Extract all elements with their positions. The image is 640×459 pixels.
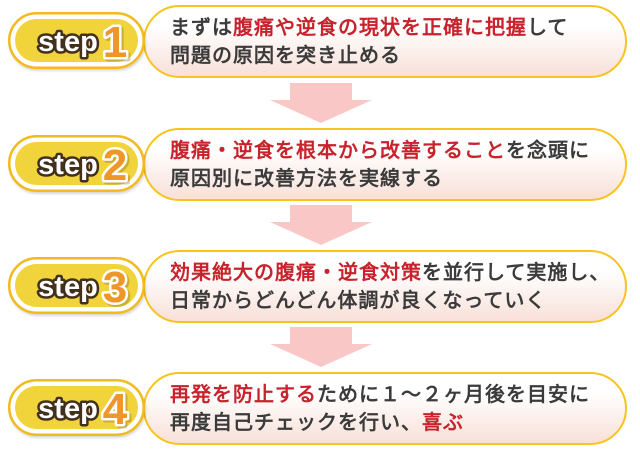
step-number: 1	[103, 18, 127, 67]
step-label: step	[38, 271, 98, 303]
step-2-badge: step 2	[8, 135, 145, 192]
step-2-line-1: 腹痛・逆食を根本から改善することを念頭に	[170, 137, 590, 165]
step-label: step	[38, 26, 98, 58]
step-number: 4	[103, 385, 128, 434]
step-3-box: 効果絶大の腹痛・逆食対策を並行して実施し、 日常からどんどん体調が良くなっていく	[143, 250, 627, 323]
step-3-text: 効果絶大の腹痛・逆食対策を並行して実施し、 日常からどんどん体調が良くなっていく	[170, 259, 610, 315]
step-3-line-1: 効果絶大の腹痛・逆食対策を並行して実施し、	[170, 259, 610, 287]
step-1-line-2: 問題の原因を突き止める	[170, 42, 568, 70]
step-1-box: まずは腹痛や逆食の現状を正確に把握して 問題の原因を突き止める	[143, 5, 627, 78]
text-segment: 問題の原因を突き止める	[170, 45, 401, 67]
step-1-line-1: まずは腹痛や逆食の現状を正確に把握して	[170, 14, 568, 42]
step-3-badge: step 3	[8, 257, 145, 314]
text-segment: ために１～２ヶ月後を目安に	[317, 384, 590, 406]
step-1-badge-graphic: step 1	[8, 12, 145, 69]
text-segment: 再度自己チェックを行い、	[170, 412, 422, 434]
text-segment: 日常からどんどん体調が良くなっていく	[170, 290, 547, 312]
step-3-line-2: 日常からどんどん体調が良くなっていく	[170, 287, 610, 315]
text-segment: して	[527, 17, 569, 39]
text-segment: を並行して実施し、	[422, 262, 611, 284]
step-1-text: まずは腹痛や逆食の現状を正確に把握して 問題の原因を突き止める	[170, 14, 568, 70]
step-label: step	[38, 149, 98, 181]
step-number: 3	[103, 263, 127, 312]
text-segment: 原因別に改善方法を実線する	[170, 168, 443, 190]
step-2-box: 腹痛・逆食を根本から改善することを念頭に 原因別に改善方法を実線する	[143, 128, 627, 201]
step-4-badge: step 4	[8, 379, 145, 436]
text-segment: 腹痛や逆食の現状を正確に把握	[233, 17, 527, 39]
step-1-badge: step 1	[8, 12, 145, 69]
step-4-text: 再発を防止するために１～２ヶ月後を目安に 再度自己チェックを行い、喜ぶ	[170, 381, 590, 437]
text-segment: 再発を防止する	[170, 384, 317, 406]
down-arrow-icon	[270, 205, 372, 245]
step-4-badge-graphic: step 4	[8, 379, 145, 436]
step-2-badge-graphic: step 2	[8, 135, 145, 192]
text-segment: まずは	[170, 17, 233, 39]
down-arrow-icon	[270, 327, 372, 367]
step-4-line-1: 再発を防止するために１～２ヶ月後を目安に	[170, 381, 590, 409]
step-3-badge-graphic: step 3	[8, 257, 145, 314]
step-2-text: 腹痛・逆食を根本から改善することを念頭に 原因別に改善方法を実線する	[170, 137, 590, 193]
step-4-box: 再発を防止するために１～２ヶ月後を目安に 再度自己チェックを行い、喜ぶ	[143, 372, 627, 445]
step-4-line-2: 再度自己チェックを行い、喜ぶ	[170, 409, 590, 437]
text-segment: を念頭に	[506, 140, 590, 162]
down-arrow-icon	[270, 83, 372, 123]
text-segment: 腹痛・逆食を根本から改善すること	[170, 140, 506, 162]
text-segment: 喜ぶ	[422, 412, 464, 434]
step-label: step	[38, 393, 98, 425]
step-number: 2	[103, 141, 127, 190]
step-2-line-2: 原因別に改善方法を実線する	[170, 165, 590, 193]
text-segment: 効果絶大の腹痛・逆食対策	[170, 262, 422, 284]
